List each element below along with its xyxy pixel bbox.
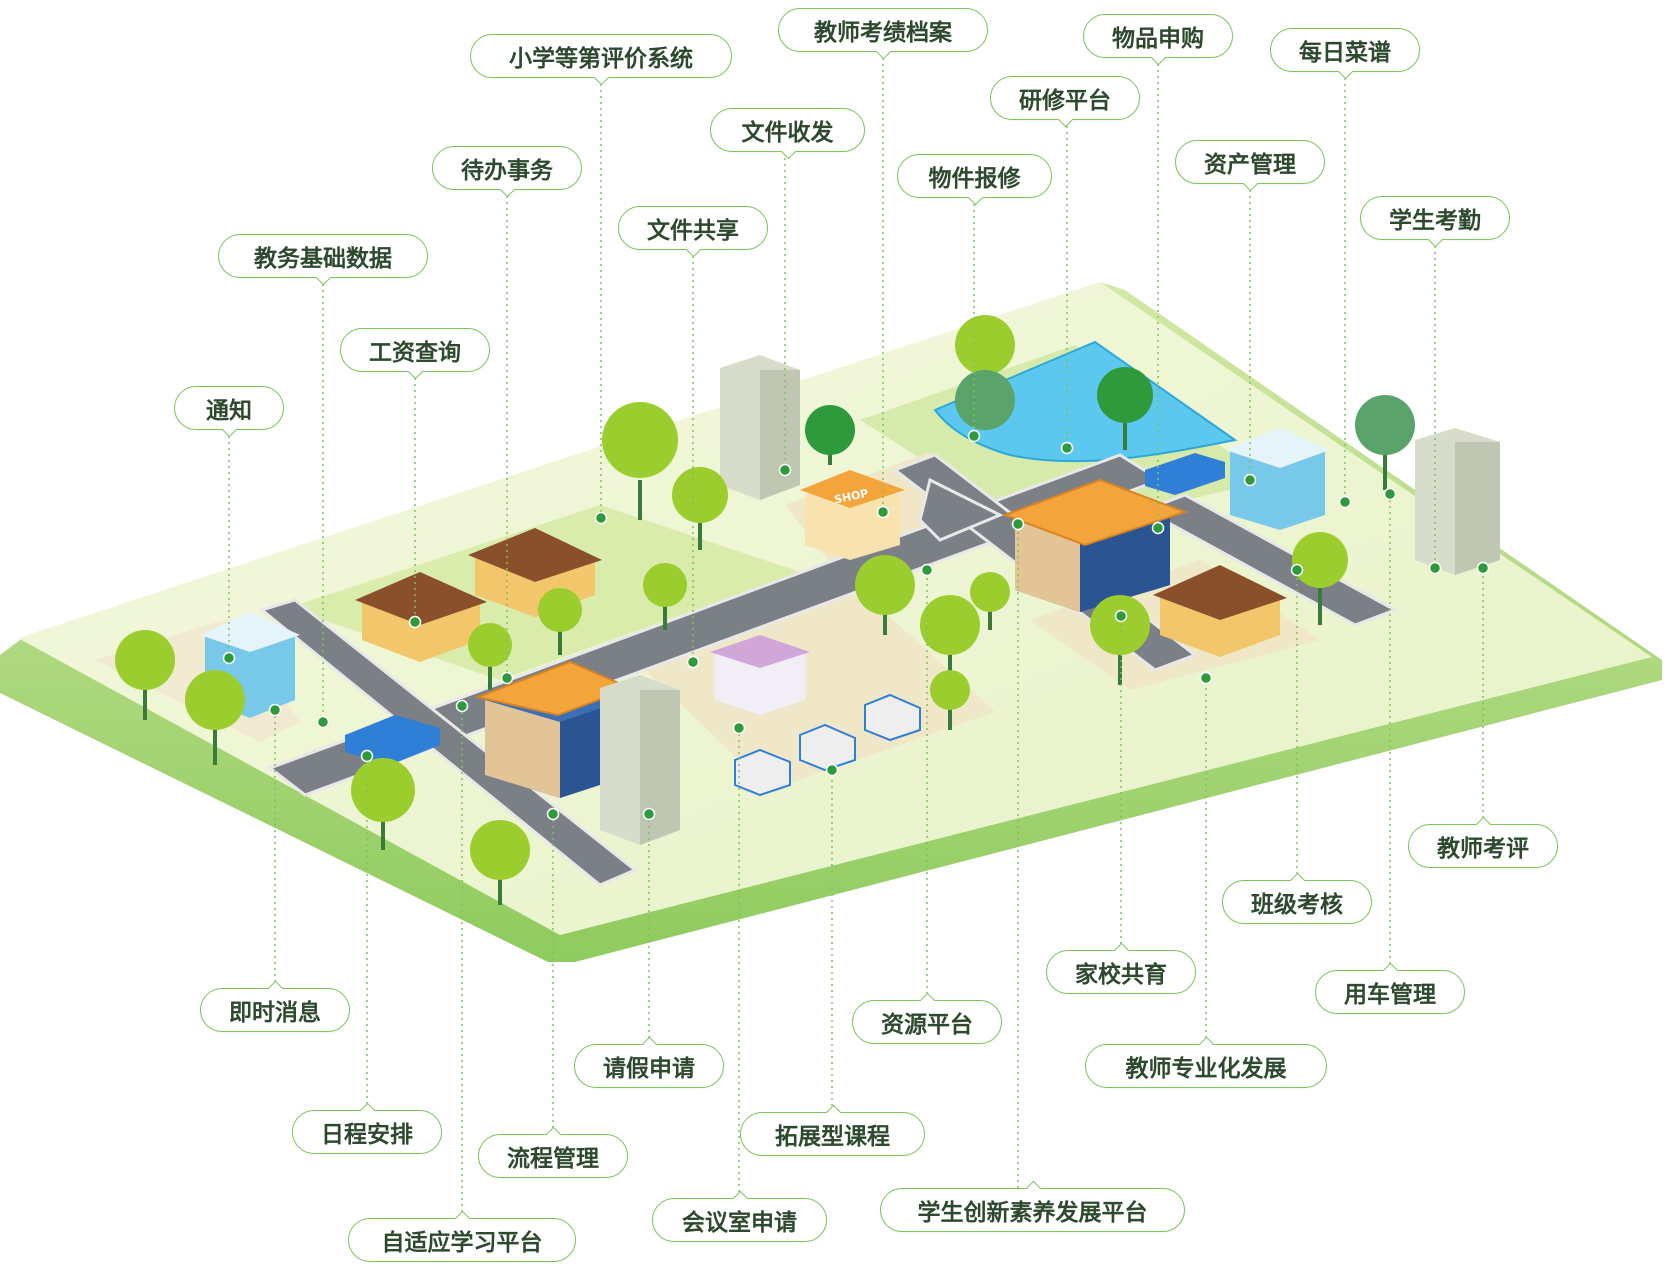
location-dot[interactable] bbox=[732, 721, 746, 735]
location-dot[interactable] bbox=[876, 505, 890, 519]
location-dot[interactable] bbox=[967, 429, 981, 443]
location-dot[interactable] bbox=[1114, 609, 1128, 623]
label-tzkc[interactable]: 拓展型课程 bbox=[740, 1112, 925, 1156]
label-zsy[interactable]: 自适应学习平台 bbox=[348, 1218, 576, 1262]
trees bbox=[115, 315, 1415, 905]
label-zypt[interactable]: 资源平台 bbox=[852, 1000, 1002, 1044]
label-xskq[interactable]: 学生考勤 bbox=[1360, 196, 1510, 240]
location-dot[interactable] bbox=[268, 703, 282, 717]
tower-left bbox=[600, 675, 680, 845]
location-dot[interactable] bbox=[1290, 563, 1304, 577]
location-dot[interactable] bbox=[778, 463, 792, 477]
label-yxpt[interactable]: 研修平台 bbox=[990, 76, 1140, 120]
label-jszy[interactable]: 教师专业化发展 bbox=[1085, 1044, 1327, 1088]
label-jskp[interactable]: 教师考评 bbox=[1408, 824, 1558, 868]
location-dot[interactable] bbox=[1060, 441, 1074, 455]
label-wjbx[interactable]: 物件报修 bbox=[897, 154, 1052, 198]
tower-mid bbox=[720, 355, 800, 500]
label-jsxx[interactable]: 即时消息 bbox=[200, 988, 350, 1032]
label-ycgl[interactable]: 用车管理 bbox=[1315, 970, 1465, 1014]
location-dot[interactable] bbox=[920, 563, 934, 577]
label-tongzhi[interactable]: 通知 bbox=[174, 386, 284, 430]
label-rcap[interactable]: 日程安排 bbox=[292, 1110, 442, 1154]
location-dot[interactable] bbox=[642, 807, 656, 821]
location-dot[interactable] bbox=[1199, 671, 1213, 685]
label-xscx[interactable]: 学生创新素养发展平台 bbox=[880, 1188, 1185, 1232]
label-qjsq[interactable]: 请假申请 bbox=[574, 1044, 724, 1088]
label-jxgy[interactable]: 家校共育 bbox=[1046, 950, 1196, 994]
location-dot[interactable] bbox=[1011, 517, 1025, 531]
location-dot[interactable] bbox=[408, 615, 422, 629]
location-dot[interactable] bbox=[360, 749, 374, 763]
location-dot[interactable] bbox=[222, 651, 236, 665]
label-mrcp[interactable]: 每日菜谱 bbox=[1270, 28, 1420, 72]
pond bbox=[933, 340, 1238, 463]
main-building-right bbox=[1002, 478, 1189, 612]
location-dot[interactable] bbox=[594, 511, 608, 525]
label-hysq[interactable]: 会议室申请 bbox=[652, 1198, 827, 1242]
location-dot[interactable] bbox=[1243, 473, 1257, 487]
location-dot[interactable] bbox=[1476, 561, 1490, 575]
label-gongzi[interactable]: 工资查询 bbox=[340, 328, 490, 372]
location-dot[interactable] bbox=[500, 671, 514, 685]
label-jskj[interactable]: 教师考绩档案 bbox=[778, 8, 988, 52]
label-zcgl[interactable]: 资产管理 bbox=[1175, 140, 1325, 184]
label-xiaoxue[interactable]: 小学等第评价系统 bbox=[470, 34, 732, 78]
location-dot[interactable] bbox=[1338, 495, 1352, 509]
label-wjsf[interactable]: 文件收发 bbox=[710, 108, 865, 152]
leader-lines bbox=[222, 52, 1490, 1218]
location-dot[interactable] bbox=[455, 699, 469, 713]
location-dot[interactable] bbox=[316, 715, 330, 729]
location-dot[interactable] bbox=[1428, 561, 1442, 575]
label-wpsg[interactable]: 物品申购 bbox=[1083, 14, 1233, 58]
label-lcgl[interactable]: 流程管理 bbox=[478, 1134, 628, 1178]
location-dot[interactable] bbox=[825, 763, 839, 777]
garages bbox=[734, 693, 921, 797]
label-wjgx[interactable]: 文件共享 bbox=[618, 206, 768, 250]
label-daiban[interactable]: 待办事务 bbox=[432, 146, 582, 190]
houses bbox=[355, 528, 1287, 662]
location-dot[interactable] bbox=[1151, 521, 1165, 535]
tower-right bbox=[1415, 428, 1500, 575]
label-bjkh[interactable]: 班级考核 bbox=[1222, 880, 1372, 924]
label-jiaowu[interactable]: 教务基础数据 bbox=[218, 234, 428, 278]
location-dot[interactable] bbox=[686, 655, 700, 669]
location-dot[interactable] bbox=[1383, 487, 1397, 501]
location-dot[interactable] bbox=[546, 807, 560, 821]
